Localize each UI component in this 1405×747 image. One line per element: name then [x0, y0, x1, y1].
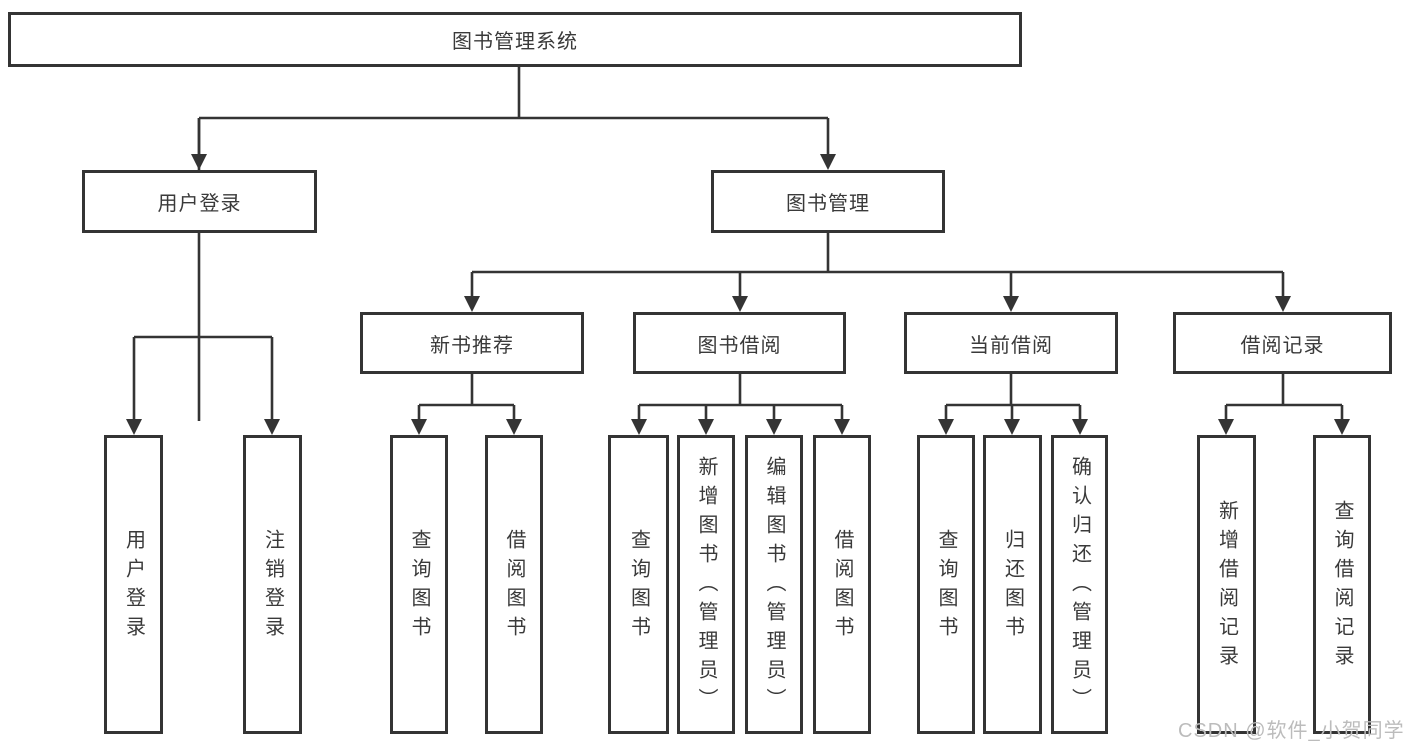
- leaf-add-borrow-record: 新增借阅记录: [1197, 435, 1256, 734]
- arrowheads: [126, 154, 1350, 435]
- node-book-borrowing: 图书借阅: [633, 312, 846, 374]
- leaf-edit-books-admin: 编辑图书（管理员）: [745, 435, 803, 734]
- leaf-borrow-books-borrowing: 借阅图书: [813, 435, 871, 734]
- leaf-return-books: 归还图书: [983, 435, 1042, 734]
- leaf-query-books-recommend: 查询图书: [390, 435, 448, 734]
- leaf-query-books-borrowing: 查询图书: [608, 435, 669, 734]
- leaf-logout: 注销登录: [243, 435, 302, 734]
- node-borrowing-records: 借阅记录: [1173, 312, 1392, 374]
- leaf-add-books-admin: 新增图书（管理员）: [677, 435, 735, 734]
- leaf-borrow-books-recommend: 借阅图书: [485, 435, 543, 734]
- leaf-query-borrow-record: 查询借阅记录: [1313, 435, 1371, 734]
- node-root-library-system: 图书管理系统: [8, 12, 1022, 67]
- leaf-user-login: 用户登录: [104, 435, 163, 734]
- node-new-book-recommendation: 新书推荐: [360, 312, 584, 374]
- leaf-query-books-current: 查询图书: [917, 435, 975, 734]
- node-current-borrowing: 当前借阅: [904, 312, 1118, 374]
- csdn-watermark: CSDN @软件_小贺同学: [1178, 720, 1405, 742]
- leaf-confirm-return-admin: 确认归还（管理员）: [1051, 435, 1108, 734]
- node-user-login: 用户登录: [82, 170, 317, 233]
- node-book-management: 图书管理: [711, 170, 945, 233]
